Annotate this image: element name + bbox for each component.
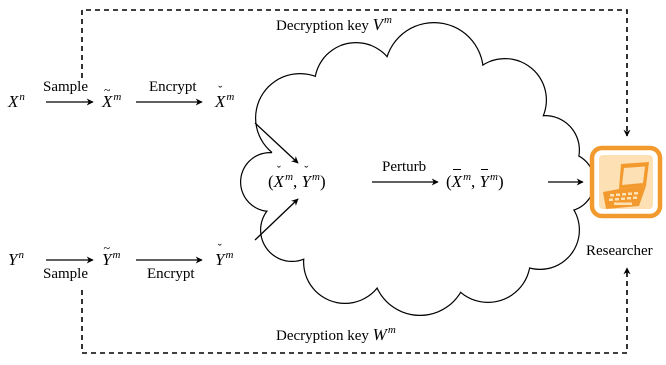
arrow-y-into-pair <box>254 198 299 241</box>
laptop-icon <box>589 145 663 219</box>
key-path-bottom <box>81 267 631 354</box>
decryption-key-top: Decryption key Vm <box>276 14 392 34</box>
label-sample-bottom: Sample <box>43 266 88 282</box>
sampled-y: ~Ym <box>102 241 121 269</box>
arrow-x-into-pair <box>254 122 299 164</box>
perturbed-pair: (Xm, Ym) <box>446 169 504 191</box>
label-perturb: Perturb <box>382 159 427 175</box>
label-encrypt-top: Encrypt <box>149 79 197 95</box>
decryption-key-bottom: Decryption key Wm <box>276 324 396 344</box>
sampled-x: ~Xm <box>102 83 122 111</box>
source-x: Xn <box>8 91 25 111</box>
key-path-top <box>81 9 631 137</box>
label-encrypt-bottom: Encrypt <box>147 266 195 282</box>
cloud-shape <box>240 22 595 316</box>
source-y: Yn <box>8 249 24 269</box>
researcher-label: Researcher <box>586 243 653 259</box>
label-sample-top: Sample <box>43 79 88 95</box>
